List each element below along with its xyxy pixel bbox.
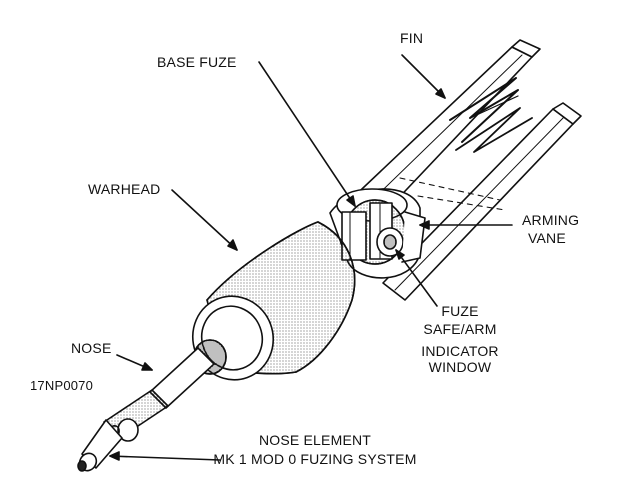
base-fuze-label: BASE FUZE <box>157 54 237 70</box>
fuze-window-label-line-1: FUZE <box>441 303 479 319</box>
fuze-window-label-line-3: INDICATOR <box>421 343 499 359</box>
lower-fin <box>382 102 582 301</box>
nose-label: NOSE <box>71 340 112 356</box>
warhead-label: WARHEAD <box>88 181 161 197</box>
caption-line-2: MK 1 MOD 0 FUZING SYSTEM <box>213 451 417 467</box>
fuze-window-label-line-2: SAFE/ARM <box>423 321 497 337</box>
warhead-body <box>191 221 356 381</box>
nose-element <box>77 347 215 472</box>
arming-vane-label-line-2: VANE <box>528 230 566 246</box>
fuze-window-label-line-4: WINDOW <box>428 359 492 375</box>
leader-lines <box>109 54 513 461</box>
fin-label: FIN <box>400 30 424 46</box>
arming-vane-label-line-1: ARMING <box>522 212 580 228</box>
upper-fin <box>344 39 541 227</box>
hidden-tail-outline <box>399 177 506 211</box>
figure-id: 17NP0070 <box>30 378 94 393</box>
caption-line-1: NOSE ELEMENT <box>258 432 372 448</box>
